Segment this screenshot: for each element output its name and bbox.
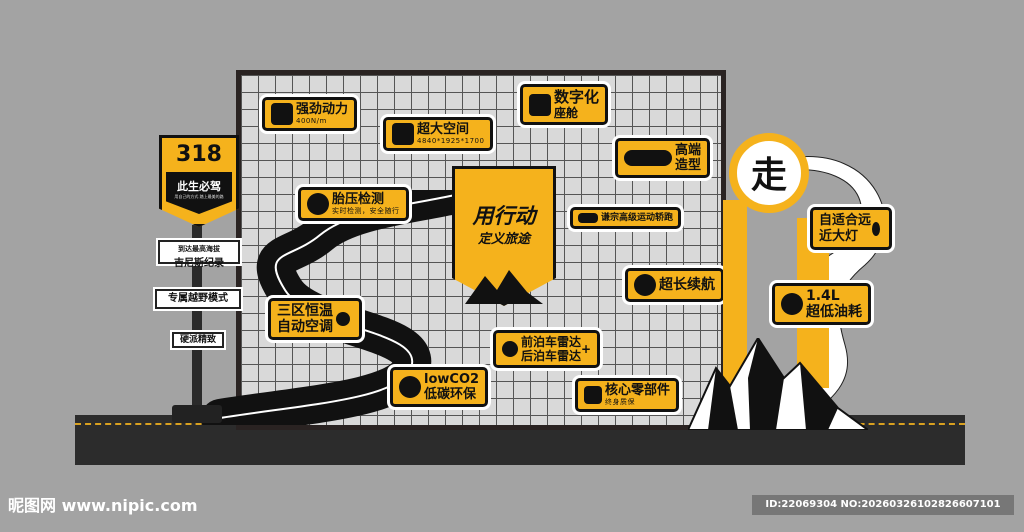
sticker-parts: 核心零部件 终身质保 — [575, 378, 680, 412]
sticker-digital-title-b: 座舱 — [554, 106, 579, 120]
sign-pole — [192, 225, 202, 415]
watermark-site: 昵图网 www.nipic.com — [8, 496, 198, 515]
sticker-lights: 自适合远近大灯 — [810, 207, 892, 251]
sticker-space: 超大空间 4840*1925*1700 — [383, 117, 494, 151]
sign-pole-base — [172, 405, 222, 423]
banner-line1: 用行动 — [472, 204, 536, 228]
sticker-parts-sub: 终身质保 — [605, 398, 635, 406]
sticker-fuel-title-a: 1.4L — [806, 288, 840, 304]
sticker-radar-plus: + — [581, 342, 592, 356]
watermark-id: ID:22069304 NO:20260326102826607101 — [752, 495, 1014, 515]
fuel-gauge-icon — [781, 293, 803, 315]
route-sign-title: 此生必驾 — [177, 180, 221, 193]
sticker-sport-title: 谦宗高级运动轿跑 — [601, 212, 674, 223]
sticker-styling-title-a: 高端 — [675, 143, 702, 158]
sticker-radar-title-b: 后泊车雷达 — [521, 349, 582, 363]
sticker-digital-title-a: 数字化 — [554, 88, 600, 106]
speedometer-icon — [634, 274, 656, 296]
sticker-radar: 前泊车雷达 后泊车雷达 + — [493, 330, 601, 368]
go-circle-char: 走 — [750, 154, 787, 196]
center-banner — [452, 166, 556, 306]
sticker-power-title: 强劲动力 — [296, 102, 349, 117]
cube-icon — [392, 123, 414, 145]
mountains-graphic — [688, 338, 868, 430]
engine-part-icon — [584, 386, 602, 404]
engine-icon — [271, 103, 293, 125]
route-sign-tagline: 用自己的方式 踏上最美的路 — [174, 194, 224, 199]
route-number: 318 — [176, 142, 222, 167]
car-icon — [624, 150, 672, 166]
sticker-digital: 数字化 座舱 — [520, 84, 609, 125]
radar-icon — [502, 341, 518, 357]
sticker-parts-title: 核心零部件 — [605, 383, 671, 398]
sticker-eco-title-a: lowCO2 — [424, 372, 480, 387]
plate-offroad-mode: 专属越野模式 — [155, 289, 241, 309]
sticker-power: 强劲动力 400N/m — [262, 97, 358, 131]
plate-record-line2: 吉尼斯纪录 — [174, 258, 224, 269]
sticker-range-title: 超长续航 — [659, 277, 715, 293]
sticker-climate-title-a: 三区恒温 — [277, 303, 333, 319]
sticker-radar-title-a: 前泊车雷达 — [521, 335, 582, 349]
sticker-tire-title: 胎压检测 — [332, 192, 385, 207]
sticker-fuel-title-b: 超低油耗 — [806, 304, 862, 320]
sticker-space-title: 超大空间 — [417, 122, 470, 137]
sticker-eco-title-b: 低碳环保 — [424, 387, 477, 402]
sticker-eco: lowCO2 低碳环保 — [390, 367, 489, 407]
sticker-space-sub: 4840*1925*1700 — [417, 137, 485, 145]
sticker-climate-title-b: 自动空调 — [277, 319, 333, 335]
sticker-styling: 高端 造型 — [615, 138, 711, 178]
banner-line2: 定义旅途 — [477, 232, 530, 247]
sticker-lights-title: 自适合远近大灯 — [819, 213, 872, 244]
fan-icon — [336, 312, 350, 326]
go-circle-badge — [729, 133, 809, 213]
recycle-icon — [399, 376, 421, 398]
sticker-fuel: 1.4L 超低油耗 — [772, 283, 871, 325]
plate-record: 到达最高海拔 吉尼斯纪录 — [158, 240, 240, 269]
seat-icon — [529, 93, 551, 116]
plate-tough: 硬派精致 — [172, 332, 224, 348]
sticker-sport: 谦宗高级运动轿跑 — [570, 207, 682, 229]
sports-car-icon — [578, 213, 598, 223]
sun-icon — [871, 221, 880, 236]
tire-icon — [307, 193, 329, 215]
sticker-styling-title-b: 造型 — [675, 158, 702, 173]
sticker-tire: 胎压检测 实时检测，安全随行 — [298, 187, 409, 221]
sticker-power-sub: 400N/m — [296, 117, 327, 125]
sticker-range: 超长续航 — [625, 268, 724, 302]
sticker-climate: 三区恒温 自动空调 — [268, 298, 362, 340]
plate-record-line1: 到达最高海拔 — [178, 245, 220, 253]
banner-mountain-icon — [465, 270, 543, 304]
sticker-tire-sub: 实时检测，安全随行 — [332, 207, 400, 215]
